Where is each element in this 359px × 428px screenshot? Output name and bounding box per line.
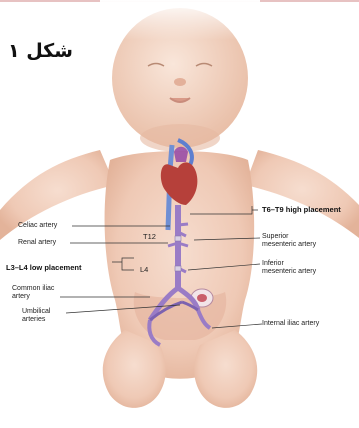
head-fade <box>100 0 260 40</box>
aortic-arch <box>174 147 188 162</box>
label-internal-iliac-artery: Internal iliac artery <box>262 320 319 328</box>
celiac-branch <box>178 224 188 225</box>
label-superior-mesenteric-artery: Superior mesenteric artery <box>262 233 316 249</box>
label-high-placement: T6–T9 high placement <box>262 206 341 214</box>
bladder-inner <box>197 294 207 302</box>
label-common-iliac-artery: Common iliac artery <box>12 285 54 301</box>
l4-marker <box>175 266 181 271</box>
nose <box>174 78 186 86</box>
label-low-placement: L3–L4 low placement <box>6 264 81 272</box>
label-l4: L4 <box>140 265 148 274</box>
label-t12: T12 <box>143 232 156 241</box>
t12-marker <box>175 236 181 241</box>
label-umbilical-arteries: Umbilical arteries <box>22 308 50 324</box>
right-arm <box>245 150 359 238</box>
label-inferior-mesenteric-artery: Inferior mesenteric artery <box>262 260 316 276</box>
label-renal-artery: Renal artery <box>18 239 56 247</box>
figure-title: شکل ۱ <box>8 40 73 62</box>
label-celiac-artery: Celiac artery <box>18 222 57 230</box>
